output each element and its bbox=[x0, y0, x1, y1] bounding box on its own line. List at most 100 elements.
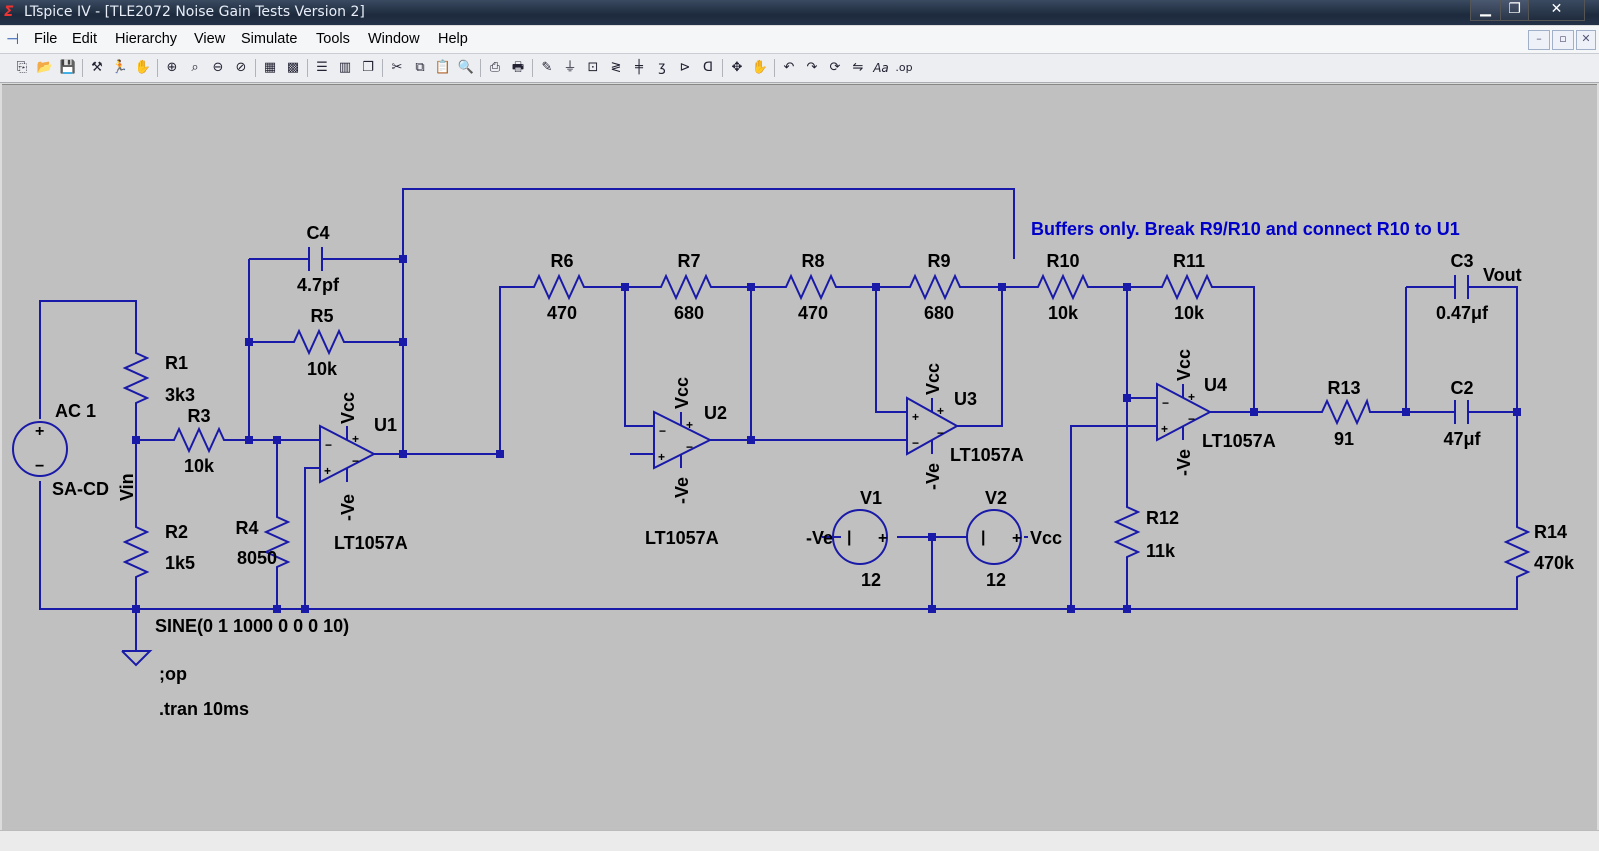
print-setup-icon[interactable]: ⎙ bbox=[489, 60, 501, 75]
draw-wire-icon[interactable]: ✎ bbox=[541, 60, 553, 75]
svg-text:+: + bbox=[324, 464, 331, 478]
run-icon[interactable]: 🏃 bbox=[111, 60, 129, 75]
label-u1-ref: U1 bbox=[374, 415, 397, 435]
label-r4-ref: R4 bbox=[235, 518, 258, 538]
menu-hierarchy[interactable]: Hierarchy bbox=[115, 31, 178, 47]
svg-text:+: + bbox=[937, 404, 944, 418]
menu-file[interactable]: File bbox=[34, 31, 58, 47]
label-r3-ref: R3 bbox=[187, 406, 210, 426]
tile-vertical-icon[interactable]: ▥ bbox=[338, 60, 352, 75]
label-net-icon[interactable]: ⊡ bbox=[587, 60, 599, 75]
inductor-icon[interactable]: ʒ bbox=[658, 60, 666, 75]
rotate-icon[interactable]: ⟳ bbox=[829, 60, 841, 75]
svg-text:−: − bbox=[1162, 396, 1169, 410]
doc-restore-button[interactable]: ▫ bbox=[1552, 30, 1574, 50]
text-icon[interactable]: Aa bbox=[873, 61, 889, 75]
svg-text:+: + bbox=[912, 410, 919, 424]
label-r13-ref: R13 bbox=[1327, 378, 1360, 398]
open-icon[interactable]: 📂 bbox=[36, 60, 54, 75]
tile-horizontal-icon[interactable]: ☰ bbox=[316, 60, 328, 75]
close-button[interactable]: ✕ bbox=[1528, 0, 1585, 21]
resistor-icon[interactable]: ≷ bbox=[610, 60, 622, 75]
menu-view[interactable]: View bbox=[194, 31, 226, 47]
label-source-func: SINE(0 1 1000 0 0 0 10) bbox=[155, 616, 349, 636]
svg-text:+: + bbox=[658, 450, 665, 464]
toolbar-separator bbox=[382, 59, 383, 77]
ltspice-doc-icon: ⊣ bbox=[6, 30, 20, 48]
autorange-icon[interactable]: ▦ bbox=[263, 60, 277, 75]
toolbar-separator bbox=[82, 59, 83, 77]
ltspice-logo-icon: Ʃ bbox=[4, 4, 14, 20]
label-r5-value: 10k bbox=[307, 359, 338, 379]
doc-minimize-button[interactable]: – bbox=[1528, 30, 1550, 50]
svg-text:+: + bbox=[686, 418, 693, 432]
cascade-icon[interactable]: ❐ bbox=[362, 60, 374, 75]
print-icon[interactable]: 🖶 bbox=[511, 60, 525, 75]
zoom-in-icon[interactable]: ⊕ bbox=[166, 60, 178, 75]
v2-plus-icon: + bbox=[1012, 530, 1021, 547]
net-label-u4-vcc: Vcc bbox=[1174, 349, 1194, 381]
label-directive-op: ;op bbox=[159, 664, 187, 684]
capacitor-icon[interactable]: ╪ bbox=[635, 60, 643, 75]
halt-icon[interactable]: ✋ bbox=[134, 60, 152, 75]
label-r2-ref: R2 bbox=[165, 522, 188, 542]
zoom-out-icon[interactable]: ⊖ bbox=[212, 60, 224, 75]
pan-icon[interactable]: ⌕ bbox=[191, 60, 199, 75]
label-u1-model: LT1057A bbox=[334, 533, 408, 553]
cut-icon[interactable]: ✂ bbox=[391, 60, 403, 75]
net-label-vout: Vout bbox=[1483, 265, 1522, 285]
move-icon[interactable]: ✥ bbox=[731, 60, 743, 75]
control-panel-icon[interactable]: ⚒ bbox=[91, 60, 103, 75]
schematic-drawing[interactable]: + − | + | + −+ −+ +− −+ +− +− +− +− C44.… bbox=[2, 85, 1597, 830]
undo-icon[interactable]: ↶ bbox=[783, 60, 795, 75]
label-r11-value: 10k bbox=[1174, 303, 1205, 323]
doc-close-button[interactable]: ✕ bbox=[1576, 30, 1596, 50]
menu-simulate[interactable]: Simulate bbox=[241, 31, 298, 47]
redo-icon[interactable]: ↷ bbox=[806, 60, 818, 75]
grid-icon[interactable]: ▩ bbox=[286, 60, 300, 75]
toolbar-separator bbox=[307, 59, 308, 77]
svg-text:−: − bbox=[937, 426, 944, 440]
net-label-u1-ve: -Ve bbox=[338, 494, 358, 521]
v2-minus-icon: | bbox=[981, 529, 985, 546]
label-source-name: SA-CD bbox=[52, 479, 109, 499]
label-v1-value: 12 bbox=[861, 570, 881, 590]
paste-icon[interactable]: 📋 bbox=[434, 60, 452, 75]
label-r8-value: 470 bbox=[798, 303, 828, 323]
maximize-button[interactable]: ❐ bbox=[1500, 0, 1529, 21]
component-icon[interactable]: ᗡ bbox=[703, 60, 713, 75]
v1-plus-icon: + bbox=[878, 530, 887, 547]
window-title: LTspice IV - [TLE2072 Noise Gain Tests V… bbox=[24, 4, 365, 20]
minimize-button[interactable]: ▁ bbox=[1470, 0, 1501, 21]
find-icon[interactable]: 🔍 bbox=[457, 60, 475, 75]
zoom-fit-icon[interactable]: ⊘ bbox=[235, 60, 247, 75]
drag-icon[interactable]: ✋ bbox=[751, 60, 769, 75]
copy-icon[interactable]: ⧉ bbox=[415, 60, 425, 75]
spice-directive-icon[interactable]: .op bbox=[895, 61, 913, 74]
new-schematic-icon[interactable]: ⎘ bbox=[16, 60, 28, 75]
svg-text:−: − bbox=[686, 440, 693, 454]
menu-tools[interactable]: Tools bbox=[316, 31, 350, 47]
mirror-icon[interactable]: ⇋ bbox=[852, 60, 864, 75]
menu-edit[interactable]: Edit bbox=[72, 31, 97, 47]
title-bar: Ʃ LTspice IV - [TLE2072 Noise Gain Tests… bbox=[0, 0, 1599, 25]
toolbar-separator bbox=[532, 59, 533, 77]
label-r6-ref: R6 bbox=[550, 251, 573, 271]
net-label-vcc: Vcc bbox=[1030, 528, 1062, 548]
menu-help[interactable]: Help bbox=[438, 31, 468, 47]
toolbar-separator bbox=[722, 59, 723, 77]
label-r7-value: 680 bbox=[674, 303, 704, 323]
label-c3-ref: C3 bbox=[1450, 251, 1473, 271]
label-r12-value: 11k bbox=[1146, 541, 1176, 561]
label-u2-ref: U2 bbox=[704, 403, 727, 423]
v1-minus-icon: | bbox=[847, 529, 851, 546]
ground-icon[interactable]: ⏚ bbox=[563, 60, 577, 75]
diode-icon[interactable]: ⊳ bbox=[679, 60, 691, 75]
label-c4-ref: C4 bbox=[306, 223, 329, 243]
label-r12-ref: R12 bbox=[1146, 508, 1179, 528]
menu-window[interactable]: Window bbox=[368, 31, 420, 47]
svg-text:−: − bbox=[1188, 412, 1195, 426]
save-icon[interactable]: 💾 bbox=[59, 60, 77, 75]
label-source-amplitude: AC 1 bbox=[55, 401, 96, 421]
